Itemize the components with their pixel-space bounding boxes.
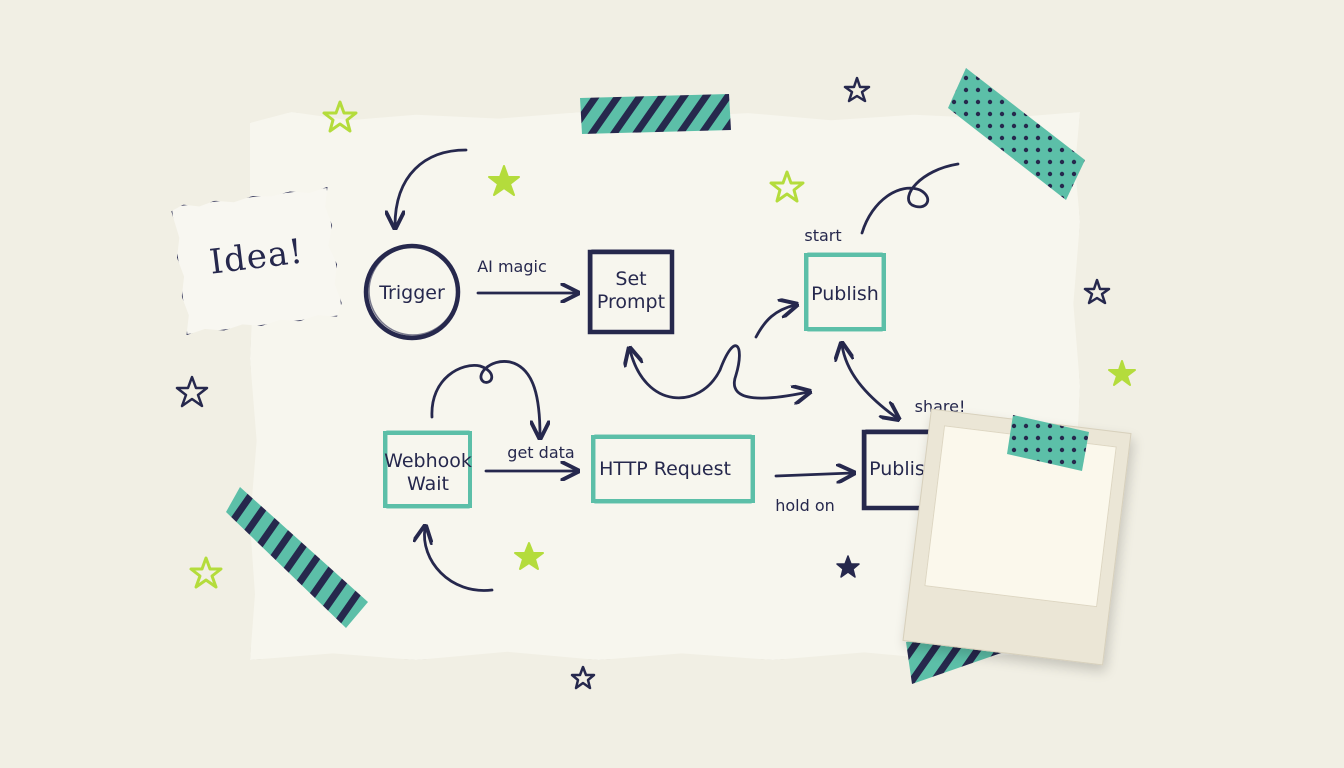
star-lime-icon bbox=[488, 165, 520, 196]
node-set-prompt: Set Prompt bbox=[587, 249, 675, 335]
node-publish-bottom-label: Publish bbox=[869, 458, 937, 480]
loop-arrow-webhook bbox=[430, 360, 540, 436]
node-trigger: Trigger bbox=[363, 243, 461, 341]
arrow-set-prompt-to-publish-top bbox=[630, 346, 808, 398]
arrow-publish-top-to-publish-bottom bbox=[842, 345, 897, 418]
node-webhook-wait: Webhook Wait bbox=[383, 430, 472, 509]
star-navy-icon bbox=[843, 76, 871, 103]
node-trigger-label: Trigger bbox=[378, 282, 445, 304]
node-set-prompt-label-1: Set bbox=[615, 268, 646, 290]
star-navy-icon bbox=[836, 555, 860, 578]
node-publish-top: Publish bbox=[804, 252, 886, 332]
star-lime-icon bbox=[322, 100, 358, 133]
annotation-start: start bbox=[804, 226, 841, 245]
star-navy-icon bbox=[1083, 278, 1111, 305]
washi-tape-polaroid bbox=[1007, 415, 1089, 471]
loop-arrow-trigger bbox=[395, 148, 468, 226]
star-lime-icon bbox=[189, 556, 223, 589]
arrow-http-to-publish-bottom bbox=[774, 473, 852, 476]
node-webhook-wait-label-2: Wait bbox=[407, 473, 449, 495]
node-http-request: HTTP Request bbox=[591, 434, 755, 504]
star-navy-icon bbox=[175, 375, 209, 408]
arrow-curve-to-publish-top bbox=[754, 305, 795, 339]
star-lime-icon bbox=[514, 542, 544, 570]
star-lime-icon bbox=[1108, 360, 1136, 386]
node-http-request-label: HTTP Request bbox=[599, 458, 731, 480]
return-arrow-webhook bbox=[424, 528, 494, 592]
annotation-get-data: get data bbox=[507, 443, 574, 462]
washi-tape-left bbox=[226, 487, 368, 628]
node-set-prompt-label-2: Prompt bbox=[597, 291, 665, 313]
annotation-ai-magic: AI magic bbox=[477, 257, 547, 276]
star-navy-icon bbox=[570, 665, 596, 690]
squiggle-start bbox=[860, 162, 960, 235]
washi-tape-top bbox=[580, 94, 731, 134]
node-publish-top-label: Publish bbox=[811, 283, 879, 305]
annotation-hold-on: hold on bbox=[775, 496, 835, 515]
star-lime-icon bbox=[769, 170, 805, 203]
node-webhook-wait-label-1: Webhook bbox=[384, 450, 472, 472]
washi-tape-top-right bbox=[948, 68, 1085, 200]
